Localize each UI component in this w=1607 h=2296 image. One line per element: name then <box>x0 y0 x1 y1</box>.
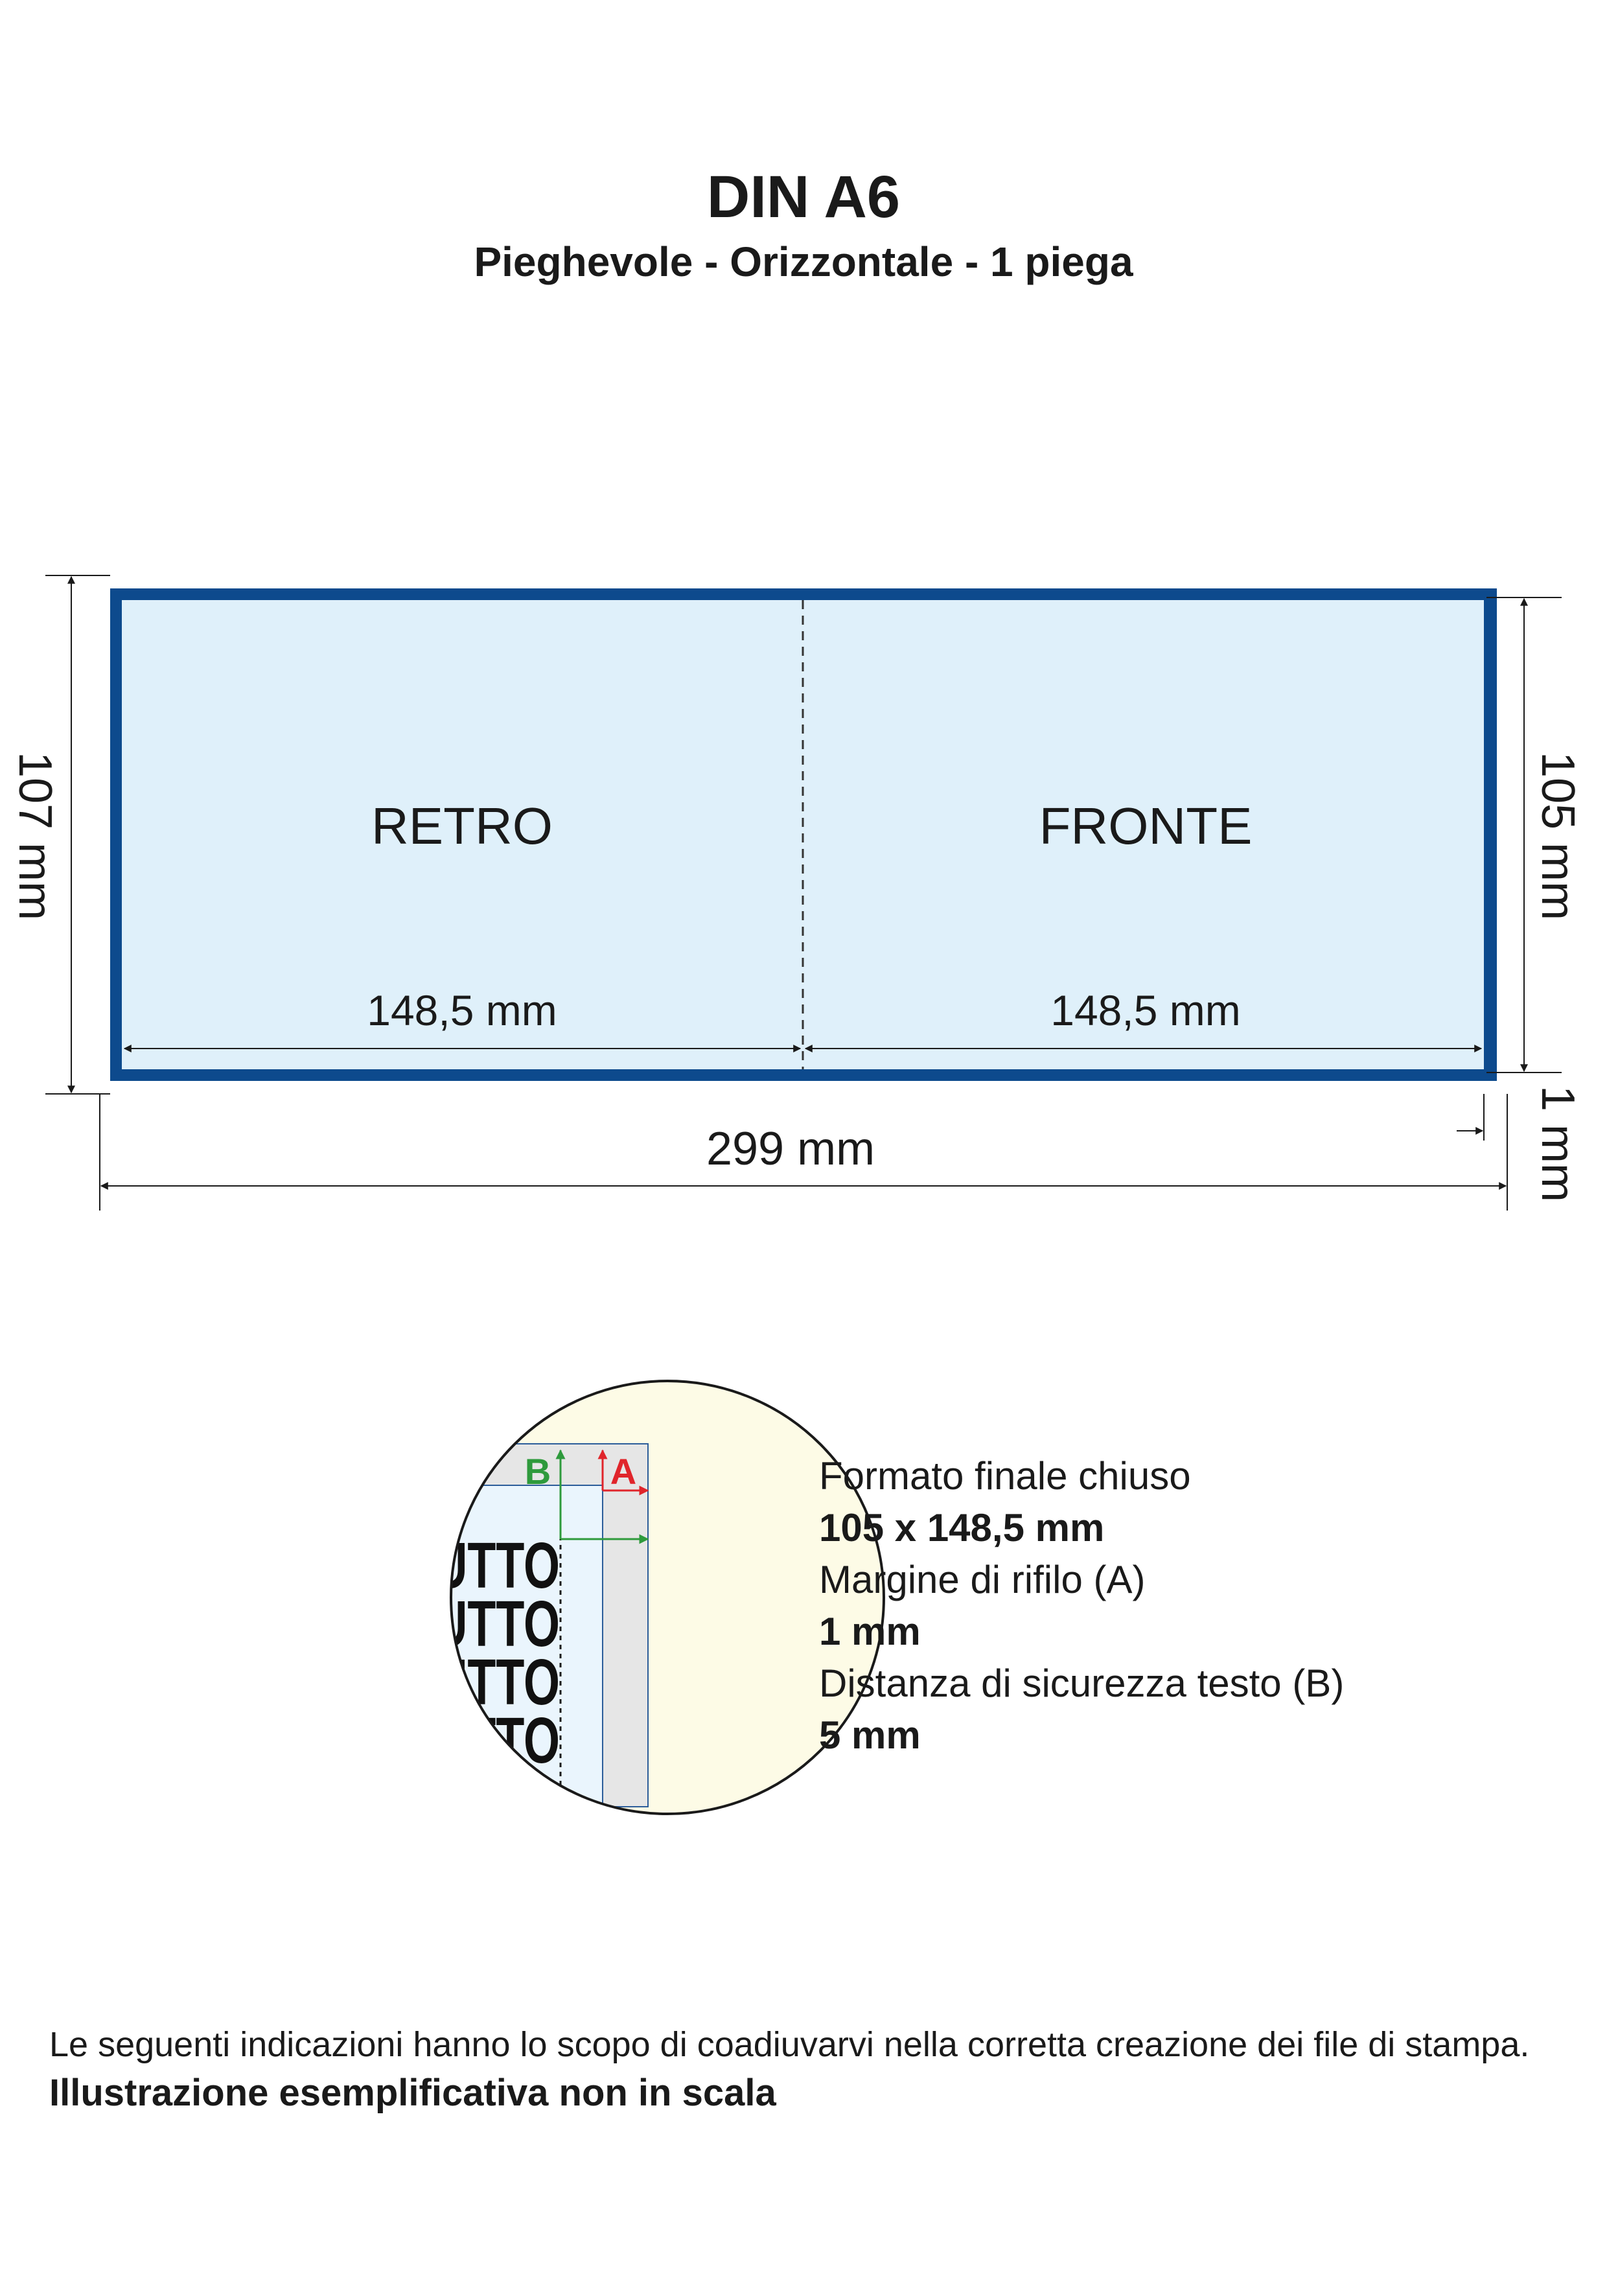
footer-note: Le seguenti indicazioni hanno lo scopo d… <box>49 2025 1530 2064</box>
sample-text-row: IPOTUTTO <box>325 1704 560 1776</box>
info-bleed-value: 1 mm <box>819 1610 921 1653</box>
detail-magnifier: IPOTUTTO IPOTUTTO IPOTUTTO IPOTUTTO B A <box>325 1380 885 1815</box>
panel-width-label-retro: 148,5 mm <box>367 986 557 1034</box>
info-final-format-label: Formato finale chiuso <box>819 1454 1191 1498</box>
marker-a: A <box>610 1451 636 1492</box>
sample-text-row: IPOTUTTO <box>325 1588 560 1660</box>
info-safety-value: 5 mm <box>819 1713 921 1757</box>
info-safety-label: Distanza di sicurezza testo (B) <box>819 1662 1345 1705</box>
footer-disclaimer: Illustrazione esemplificativa non in sca… <box>49 2072 776 2114</box>
page-subtitle: Pieghevole - Orizzontale - 1 piega <box>474 238 1133 285</box>
height-label: 107 mm <box>9 752 61 920</box>
info-final-format-value: 105 x 148,5 mm <box>819 1506 1105 1549</box>
bleed-label: 1 mm <box>1532 1085 1584 1202</box>
panel-width-label-fronte: 148,5 mm <box>1050 986 1240 1034</box>
width-label: 299 mm <box>706 1123 875 1175</box>
footer: Le seguenti indicazioni hanno lo scopo d… <box>49 2022 1529 2119</box>
page-title: DIN A6 <box>706 164 901 230</box>
marker-b: B <box>525 1451 551 1492</box>
info-bleed-label: Margine di rifilo (A) <box>819 1558 1146 1601</box>
final-height-label: 105 mm <box>1532 752 1584 920</box>
panel-label-retro: RETRO <box>371 797 553 855</box>
format-info: Formato finale chiuso 105 x 148,5 mm Mar… <box>819 1450 1344 1761</box>
panel-label-fronte: FRONTE <box>1039 797 1253 855</box>
sample-text-row: IPOTUTTO <box>325 1529 560 1601</box>
